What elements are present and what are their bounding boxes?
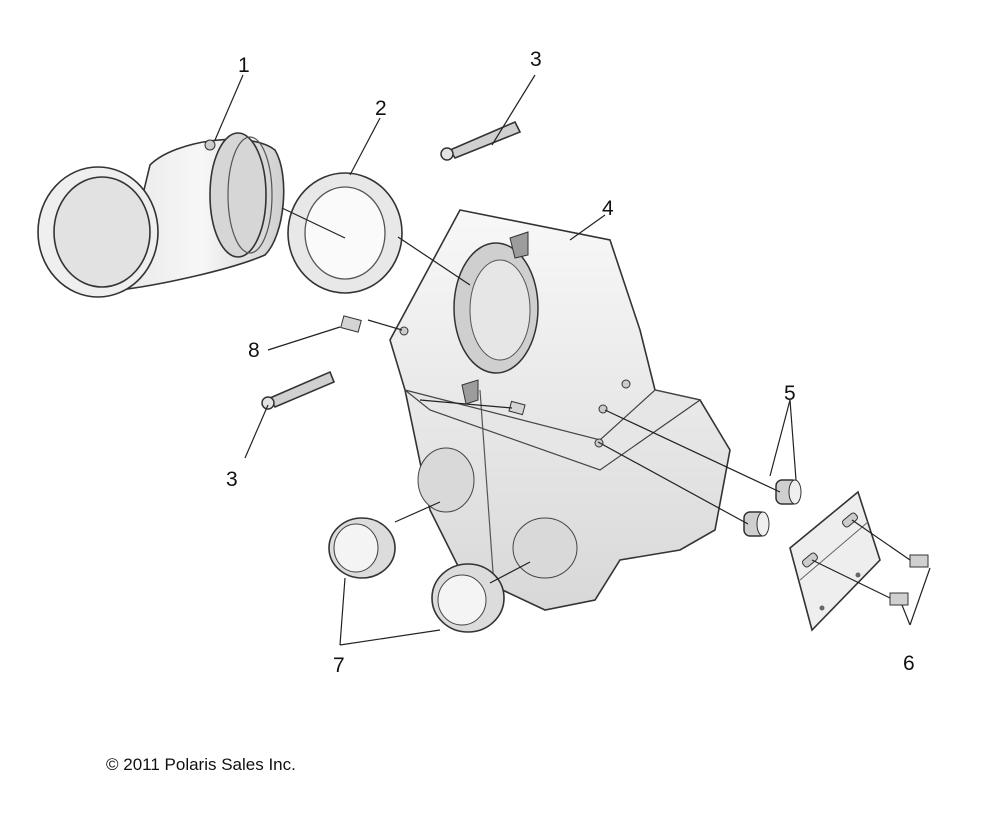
- fitting-part: [340, 315, 526, 416]
- callout-7: 7: [333, 654, 345, 677]
- callout-2: 2: [375, 97, 387, 120]
- callout-1: 1: [238, 54, 250, 77]
- callout-6: 6: [903, 652, 915, 675]
- strap-part-lower: [261, 370, 336, 410]
- callout-3-upper: 3: [530, 48, 542, 71]
- clamp-part: [328, 517, 505, 633]
- copyright-notice: © 2011 Polaris Sales Inc.: [106, 755, 296, 774]
- leader-lines: [214, 74, 931, 646]
- grommet-part: [743, 479, 802, 537]
- coupler-ring-part: [287, 172, 403, 294]
- callout-8: 8: [248, 339, 260, 362]
- intake-tube-part: [37, 132, 285, 298]
- bracket-part: [789, 490, 881, 632]
- callout-4: 4: [602, 197, 614, 220]
- callout-3-lower: 3: [226, 468, 238, 491]
- bolt-part: [889, 554, 929, 606]
- callout-5: 5: [784, 382, 796, 405]
- airbox-housing-part: [389, 209, 731, 611]
- strap-part-upper: [440, 120, 522, 161]
